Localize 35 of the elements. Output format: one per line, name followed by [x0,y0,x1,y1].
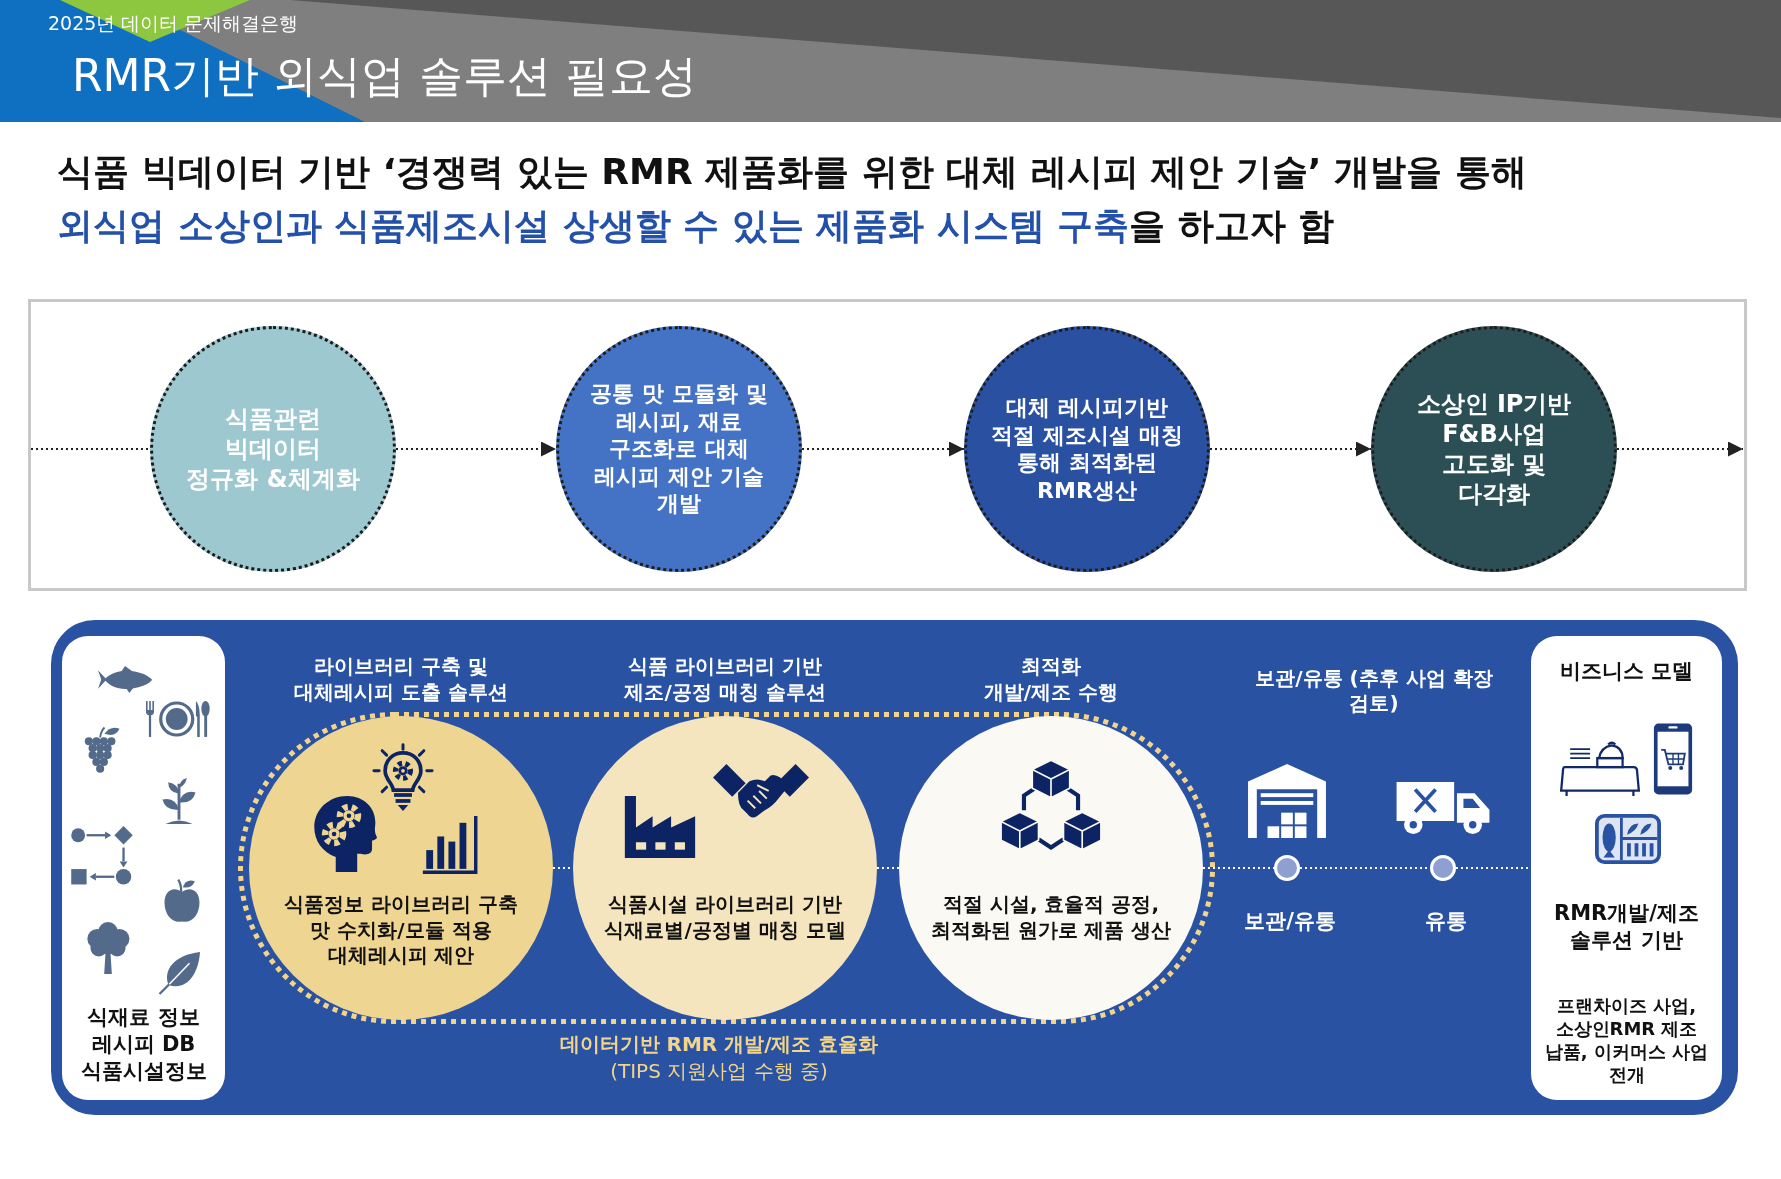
card-heading: 비즈니스 모델 [1558,658,1695,685]
group-subcaption: (TIPS 지원사업 수행 중) [609,1059,829,1085]
info-text: 식재료 정보 레시피 DB 식품시설정보 [79,1004,208,1085]
step-text: 소상인 IP기반 F&B사업 고도화 및 다각화 [1415,389,1573,509]
solution-heading: 식품 라이브러리 기반 제조/공정 매칭 솔루션 [623,654,827,706]
program-name: 2025년 데이터 문제해결은행 [48,12,299,36]
card-text: 프랜차이즈 사업, 소상인RMR 제조 납품, 이커머스 사업 전개 [1543,994,1710,1087]
subtitle-highlight: 외식업 소상인과 식품제조시설 상생할 수 있는 제품화 시스템 구축 [57,205,1130,246]
connector-line [1300,866,1430,870]
solution-text: 식품시설 라이브러리 기반 식재료별/공정별 매칭 모델 [603,892,847,944]
solution-text: 적절 시설, 효율적 공정, 최적화된 원가로 제품 생산 [929,892,1173,944]
info-card [62,636,225,1100]
connector-line [1456,866,1531,870]
step-text: 공통 맛 모듈화 및 레시피, 재료 구조화로 대체 레시피 제안 기술 개발 [589,380,769,518]
connector-line [31,447,150,451]
subtitle-text: 을 하고자 함 [1129,205,1335,246]
arrow [396,441,556,457]
subtitle-text: 식품 빅데이터 기반 ‘경쟁력 있는 RMR 제품화를 위한 대체 레시피 제안 기술’ 개발을 통해 [57,150,1527,194]
step-text: 대체 레시피기반 적절 제조시설 매칭 통해 최적화된 RMR생산 [990,394,1184,504]
arrow [1210,441,1371,457]
solution-text: 식품정보 라이브러리 구축 맛 수치화/모듈 적용 대체레시피 제안 [283,892,519,969]
arrow [1617,441,1743,457]
dot-caption: 유통 [1424,908,1468,935]
info-card [1531,636,1722,1100]
connector-line [877,866,899,870]
section-heading: 보관/유통 (추후 사업 확장 검토) [1254,666,1494,716]
dot-caption: 보관/유통 [1243,908,1337,935]
card-text: RMR개발/제조 솔루션 기반 [1553,900,1700,954]
step-text: 식품관련 빅데이터 정규화 &체계화 [185,404,361,494]
group-caption: 데이터기반 RMR 개발/제조 효율화 [558,1032,880,1058]
solution-heading: 최적화 개발/제조 수행 [982,654,1120,706]
arrow [802,441,964,457]
solution-heading: 라이브러리 구축 및 대체레시피 도출 솔루션 [293,654,509,706]
page-title: RMR기반 외식업 솔루션 필요성 [72,50,698,103]
connector-line [553,866,573,870]
